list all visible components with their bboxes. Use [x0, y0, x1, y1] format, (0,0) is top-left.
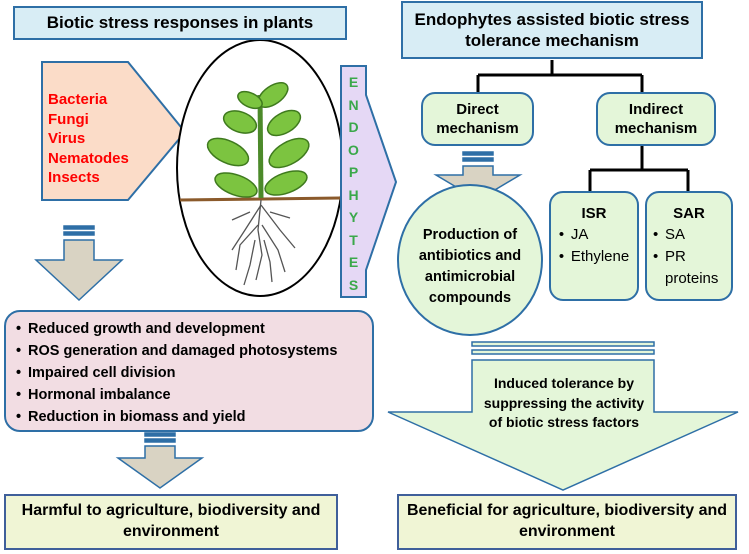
right-title: Endophytes assisted biotic stress tolera… — [401, 1, 703, 59]
direct-mechanism-box: Direct mechanism — [421, 92, 534, 146]
production-text: Production of antibiotics and antimicrob… — [418, 227, 522, 306]
endophytes-letter: S — [348, 276, 359, 293]
stressor-item: Fungi — [48, 110, 89, 128]
stressor-item: Bacteria — [48, 91, 108, 108]
effect-item: ROS generation and damaged photosystems — [16, 340, 362, 362]
endophytes-letter: N — [348, 96, 359, 113]
production-circle — [397, 184, 543, 336]
big-arrow — [387, 341, 739, 491]
indirect-mechanism-box: Indirect mechanism — [596, 92, 716, 146]
stressor-item: Nematodes — [48, 149, 129, 167]
endophytes-arrow — [340, 65, 398, 298]
beneficial-box: Beneficial for agriculture, biodiversity… — [397, 494, 737, 550]
endophytes-letter: O — [348, 141, 359, 158]
down-arrow-3 — [115, 432, 205, 489]
isr-list: JA Ethylene — [559, 224, 629, 268]
endophytes-letter: Y — [348, 209, 359, 225]
left-title: Biotic stress responses in plants — [13, 6, 347, 40]
endophytes-letter: E — [348, 74, 359, 90]
endophytes-letter: E — [348, 254, 359, 270]
endophytes-letter: D — [348, 119, 359, 135]
stressor-pentagon — [41, 61, 187, 201]
effects-list: Reduced growth and development ROS gener… — [16, 318, 362, 428]
effect-item: Reduced growth and development — [16, 318, 362, 340]
effect-item: Impaired cell division — [16, 362, 362, 384]
isr-title: ISR — [581, 205, 607, 222]
stressor-item: Virus — [48, 130, 86, 147]
tree-connectors — [476, 60, 690, 191]
effect-item: Hormonal imbalance — [16, 384, 362, 406]
endophytes-label: E N D O P H Y T E S — [341, 71, 366, 296]
harmful-box: Harmful to agriculture, biodiversity and… — [4, 494, 338, 550]
stressor-item: Insects — [48, 169, 100, 186]
effect-item: Reduction in biomass and yield — [16, 406, 362, 428]
endophytes-letter: P — [348, 164, 359, 180]
down-arrow-1 — [34, 225, 124, 302]
sar-item: PR proteins — [653, 246, 725, 290]
effects-box: Reduced growth and development ROS gener… — [4, 310, 374, 432]
isr-item: Ethylene — [559, 246, 629, 268]
sar-list: SA PR proteins — [653, 224, 725, 290]
isr-box: ISR JA Ethylene — [549, 191, 639, 301]
endophytes-letter: T — [349, 231, 358, 248]
sar-title: SAR — [673, 205, 705, 222]
induced-tolerance-text: Induced tolerance by suppressing the act… — [483, 375, 645, 430]
stressor-list: Bacteria Fungi Virus Nematodes Insects — [48, 90, 129, 188]
down-arrow-2 — [433, 151, 523, 201]
sar-box: SAR SA PR proteins — [645, 191, 733, 301]
sar-item: SA — [653, 224, 725, 246]
endophytes-letter: H — [348, 186, 359, 203]
plant-icon — [206, 82, 310, 286]
ground-line — [179, 196, 341, 202]
isr-item: JA — [559, 224, 629, 246]
